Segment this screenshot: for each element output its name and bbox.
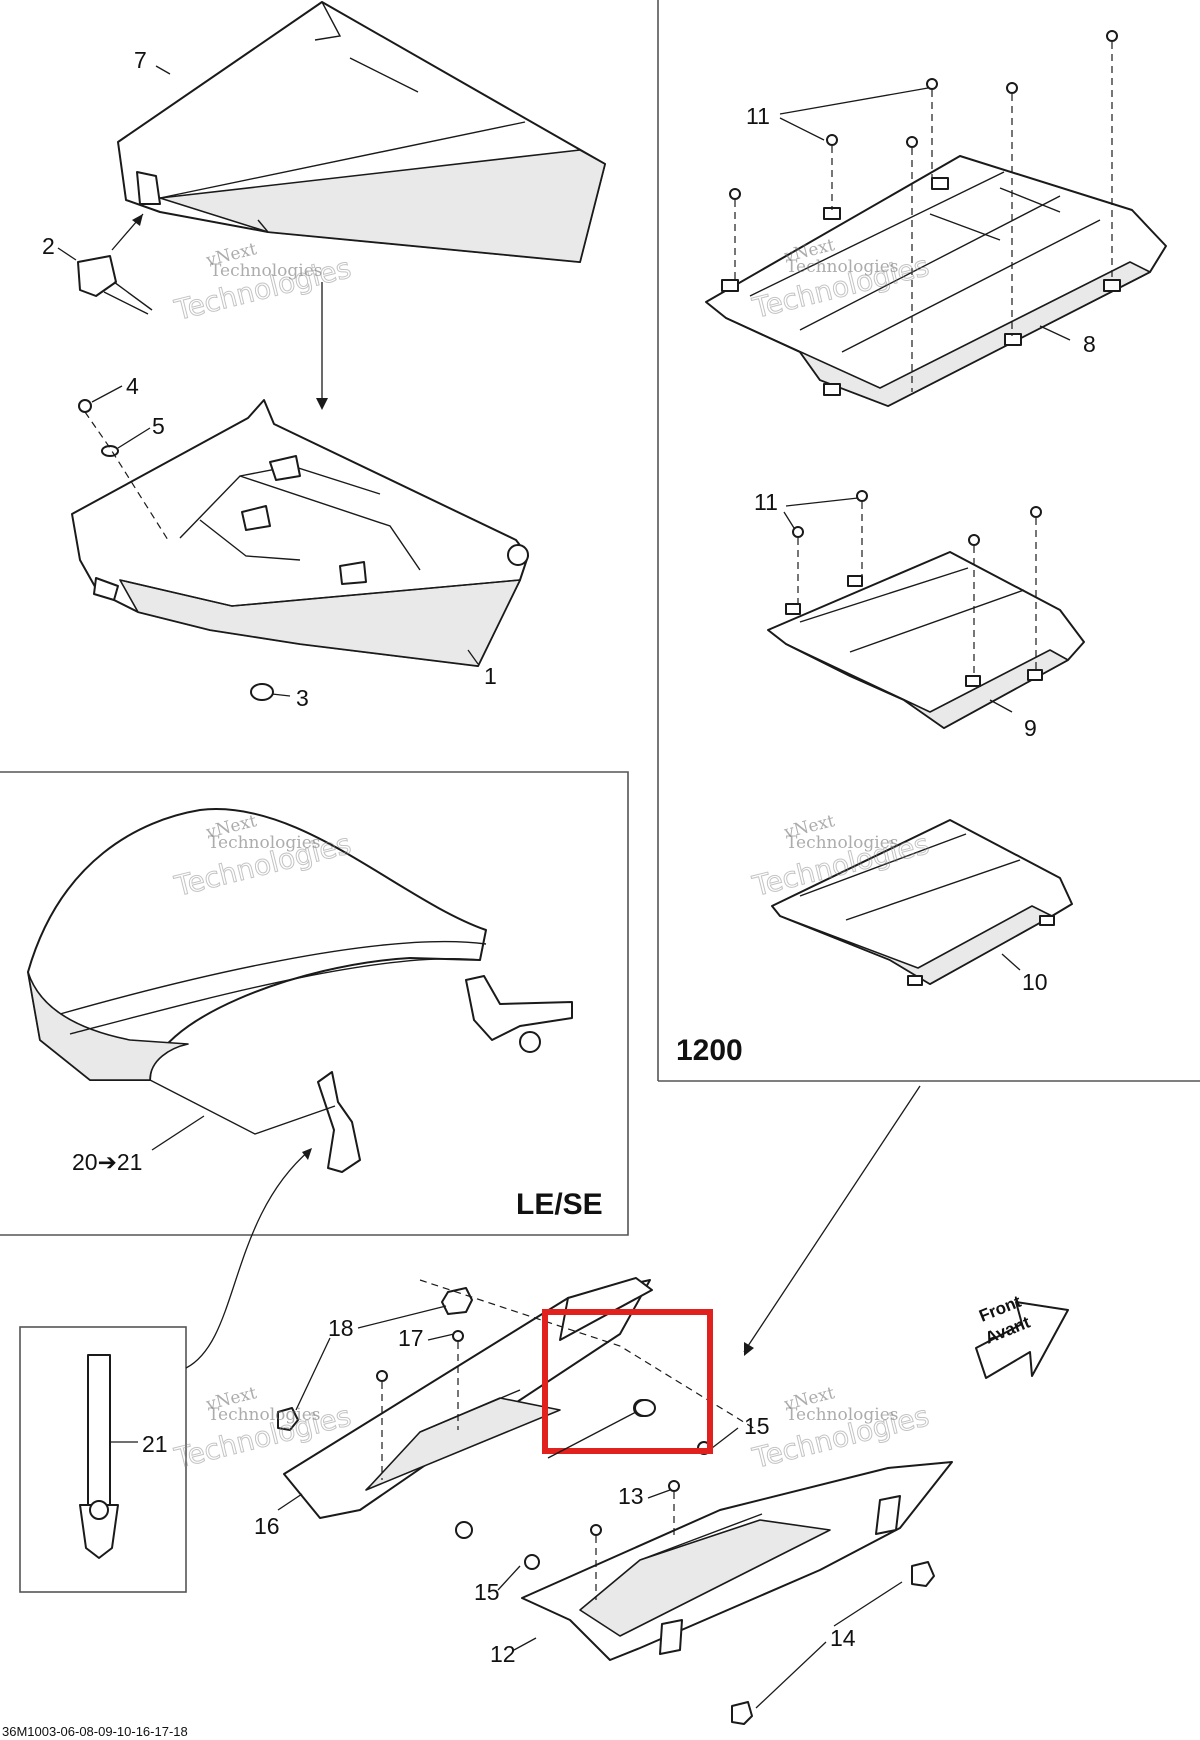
arrow-head xyxy=(744,1342,754,1356)
callout-16: 16 xyxy=(254,1513,280,1539)
leader-17 xyxy=(427,1333,455,1341)
svg-text:Technologies: Technologies xyxy=(786,1405,899,1425)
figure-code: 36M1003-06-08-09-10-16-17-18 xyxy=(2,1724,188,1739)
callout-9: 9 xyxy=(1024,715,1037,741)
arrow-head xyxy=(132,214,143,226)
leader-11-mid xyxy=(783,497,859,529)
screw-dash-4-5 xyxy=(84,411,169,541)
strap-part-21 xyxy=(79,1354,119,1559)
screws-part-11-mid xyxy=(792,490,1042,676)
arrow-head xyxy=(316,398,328,410)
callout-18: 18 xyxy=(328,1315,354,1341)
callout-14: 14 xyxy=(830,1625,856,1651)
leader-15a xyxy=(711,1427,739,1449)
leader-18 xyxy=(295,1305,447,1411)
highlighted-screw[interactable] xyxy=(634,1399,656,1417)
svg-text:Technologies: Technologies xyxy=(208,1405,321,1425)
washer-part-5 xyxy=(101,445,119,457)
leader-21-to-20 xyxy=(185,1149,311,1369)
frame-le-se xyxy=(0,771,629,1236)
skid-plate-part-9 xyxy=(767,551,1085,729)
leader-7 xyxy=(155,65,171,75)
callout-12: 12 xyxy=(490,1641,516,1667)
svg-text:Technologies: Technologies xyxy=(210,261,323,281)
section-label-le-se: LE/SE xyxy=(516,1188,603,1221)
grommet-part-3 xyxy=(250,683,274,701)
front-direction-arrow: Front Avant xyxy=(975,1292,1069,1379)
leader-2 xyxy=(57,247,77,261)
leader-11-top xyxy=(779,87,929,141)
callout-4: 4 xyxy=(126,373,139,399)
windshield-part-7 xyxy=(117,1,606,263)
side-panel-part-12 xyxy=(521,1461,953,1661)
leader-15b xyxy=(497,1565,521,1591)
callout-1: 1 xyxy=(484,663,497,689)
screw-part-4 xyxy=(78,399,92,413)
callout-11-mid: 11 xyxy=(754,489,778,515)
callout-11-top: 11 xyxy=(746,103,770,129)
leader-1 xyxy=(467,649,479,665)
callout-21: 21 xyxy=(142,1431,168,1457)
callout-3: 3 xyxy=(296,685,309,711)
svg-text:Technologies: Technologies xyxy=(786,257,899,277)
highlighted-screw-region[interactable] xyxy=(542,1309,713,1459)
callout-2: 2 xyxy=(42,233,55,259)
callout-7: 7 xyxy=(134,47,147,73)
screws-part-11-top xyxy=(729,30,1118,392)
frame-part-21 xyxy=(19,1326,187,1593)
leader-9 xyxy=(989,699,1013,713)
arrow-1200-to-lower xyxy=(743,1085,921,1353)
leader-8 xyxy=(1039,325,1071,341)
leader-10 xyxy=(1001,953,1021,971)
leader-20 xyxy=(151,1115,205,1151)
leader-16 xyxy=(277,1493,303,1511)
callout-15-right: 15 xyxy=(744,1413,770,1439)
callout-10: 10 xyxy=(1022,969,1048,995)
callout-17: 17 xyxy=(398,1325,424,1351)
svg-text:Technologies: Technologies xyxy=(208,833,321,853)
leader-3 xyxy=(271,693,291,697)
skid-plate-part-10 xyxy=(771,819,1073,986)
leader-4 xyxy=(91,385,123,403)
arrow-head xyxy=(302,1148,312,1160)
watermark-6: vNext Technologies Technologies xyxy=(748,1383,932,1475)
callout-20-21: 20➔21 xyxy=(72,1149,142,1175)
callout-13: 13 xyxy=(618,1483,644,1509)
leader-5 xyxy=(117,427,151,449)
svg-text:Technologies: Technologies xyxy=(786,833,899,853)
callout-5: 5 xyxy=(152,413,165,439)
windshield-part-20 xyxy=(27,808,573,1173)
console-part-1 xyxy=(71,399,529,667)
highlight-box xyxy=(542,1309,713,1454)
watermark-1: vNext Technologies Technologies xyxy=(170,239,354,327)
clip-part-2 xyxy=(77,255,153,315)
leader-14 xyxy=(755,1581,903,1709)
skid-plate-part-8 xyxy=(705,155,1167,407)
leader-13 xyxy=(647,1489,671,1499)
callout-8: 8 xyxy=(1083,331,1096,357)
callout-15-left: 15 xyxy=(474,1579,500,1605)
section-label-1200: 1200 xyxy=(676,1034,743,1067)
leader-12 xyxy=(513,1637,537,1651)
